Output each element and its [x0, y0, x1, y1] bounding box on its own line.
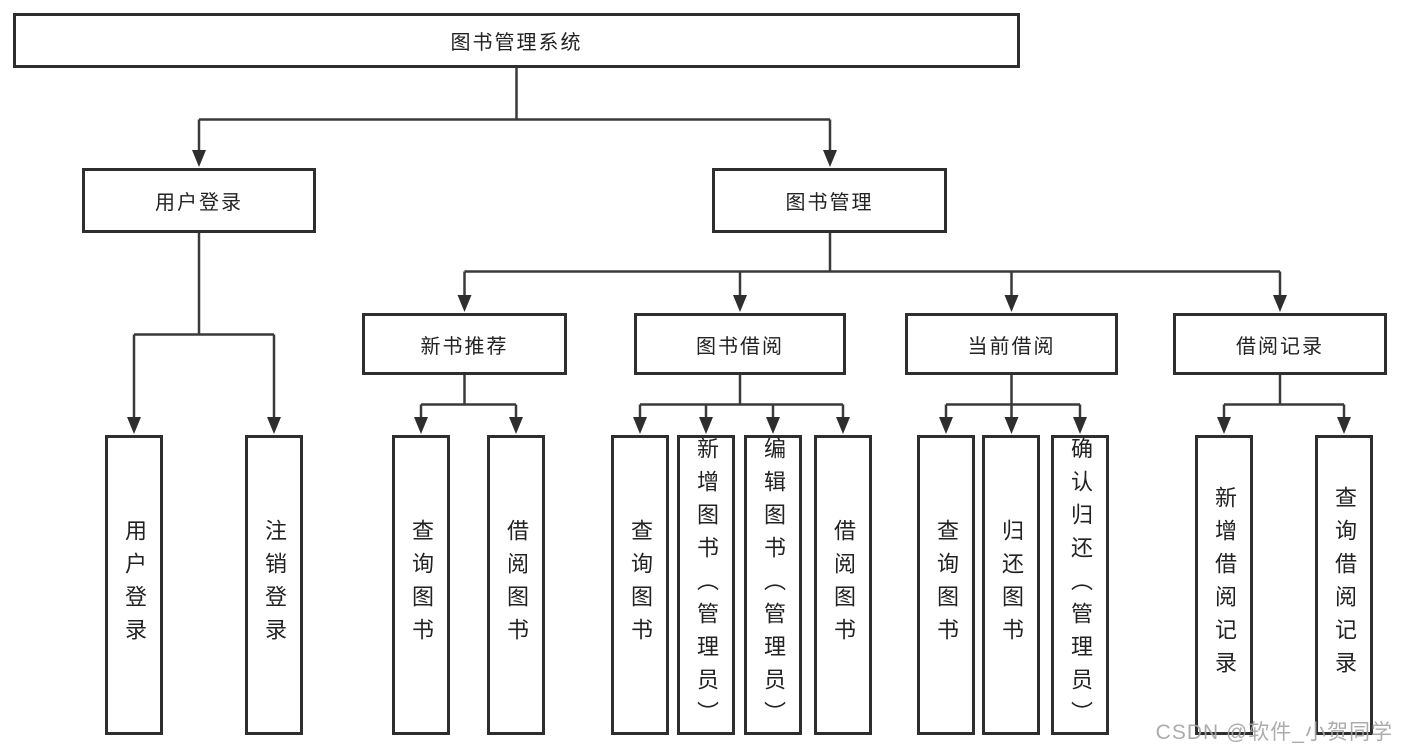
node-book-borrow: 图书借阅 [634, 313, 846, 375]
leaf-add-borrow-record: 新增借阅记录 [1195, 435, 1253, 735]
node-label: 查询图书 [934, 519, 959, 651]
node-label: 查询借阅记录 [1332, 486, 1357, 684]
leaf-add-books-admin: 新增图书（管理员） [677, 435, 735, 735]
node-label: 归还图书 [999, 519, 1024, 651]
leaf-borrow-books-recommend: 借阅图书 [487, 435, 545, 735]
node-label: 注销登录 [262, 519, 287, 651]
leaf-query-borrow-record: 查询借阅记录 [1315, 435, 1373, 735]
node-book-management: 图书管理 [712, 168, 947, 233]
leaf-query-books-current: 查询图书 [917, 435, 975, 735]
leaf-return-books: 归还图书 [982, 435, 1040, 735]
node-label: 确认归还（管理员） [1068, 436, 1093, 734]
node-label: 借阅记录 [1236, 335, 1324, 358]
node-current-borrow: 当前借阅 [905, 313, 1118, 375]
node-label: 借阅图书 [504, 519, 529, 651]
leaf-query-books-recommend: 查询图书 [392, 435, 450, 735]
node-label: 新增图书（管理员） [694, 436, 719, 734]
node-label: 查询图书 [628, 519, 653, 651]
node-library-system: 图书管理系统 [13, 13, 1020, 68]
leaf-confirm-return-admin: 确认归还（管理员） [1051, 435, 1109, 735]
node-borrow-records: 借阅记录 [1173, 313, 1387, 375]
node-label: 借阅图书 [831, 519, 856, 651]
node-label: 查询图书 [409, 519, 434, 651]
node-label: 新书推荐 [420, 335, 509, 358]
leaf-user-login: 用户登录 [105, 435, 163, 735]
node-label: 当前借阅 [967, 335, 1056, 358]
leaf-query-books-borrow: 查询图书 [611, 435, 669, 735]
node-label: 编辑图书（管理员） [761, 436, 786, 734]
leaf-edit-books-admin: 编辑图书（管理员） [744, 435, 802, 735]
node-label: 用户登录 [155, 192, 243, 214]
node-label: 图书借阅 [696, 335, 784, 358]
leaf-logout: 注销登录 [245, 435, 303, 735]
leaf-borrow-books: 借阅图书 [814, 435, 872, 735]
node-label: 用户登录 [122, 519, 147, 651]
csdn-watermark: CSDN @软件_小贺同学 [1155, 721, 1393, 744]
node-label: 图书管理系统 [450, 32, 583, 54]
node-label: 新增借阅记录 [1212, 486, 1237, 684]
node-label: 图书管理 [785, 192, 874, 214]
node-user-login: 用户登录 [82, 168, 316, 233]
node-new-book-recommend: 新书推荐 [362, 313, 567, 375]
